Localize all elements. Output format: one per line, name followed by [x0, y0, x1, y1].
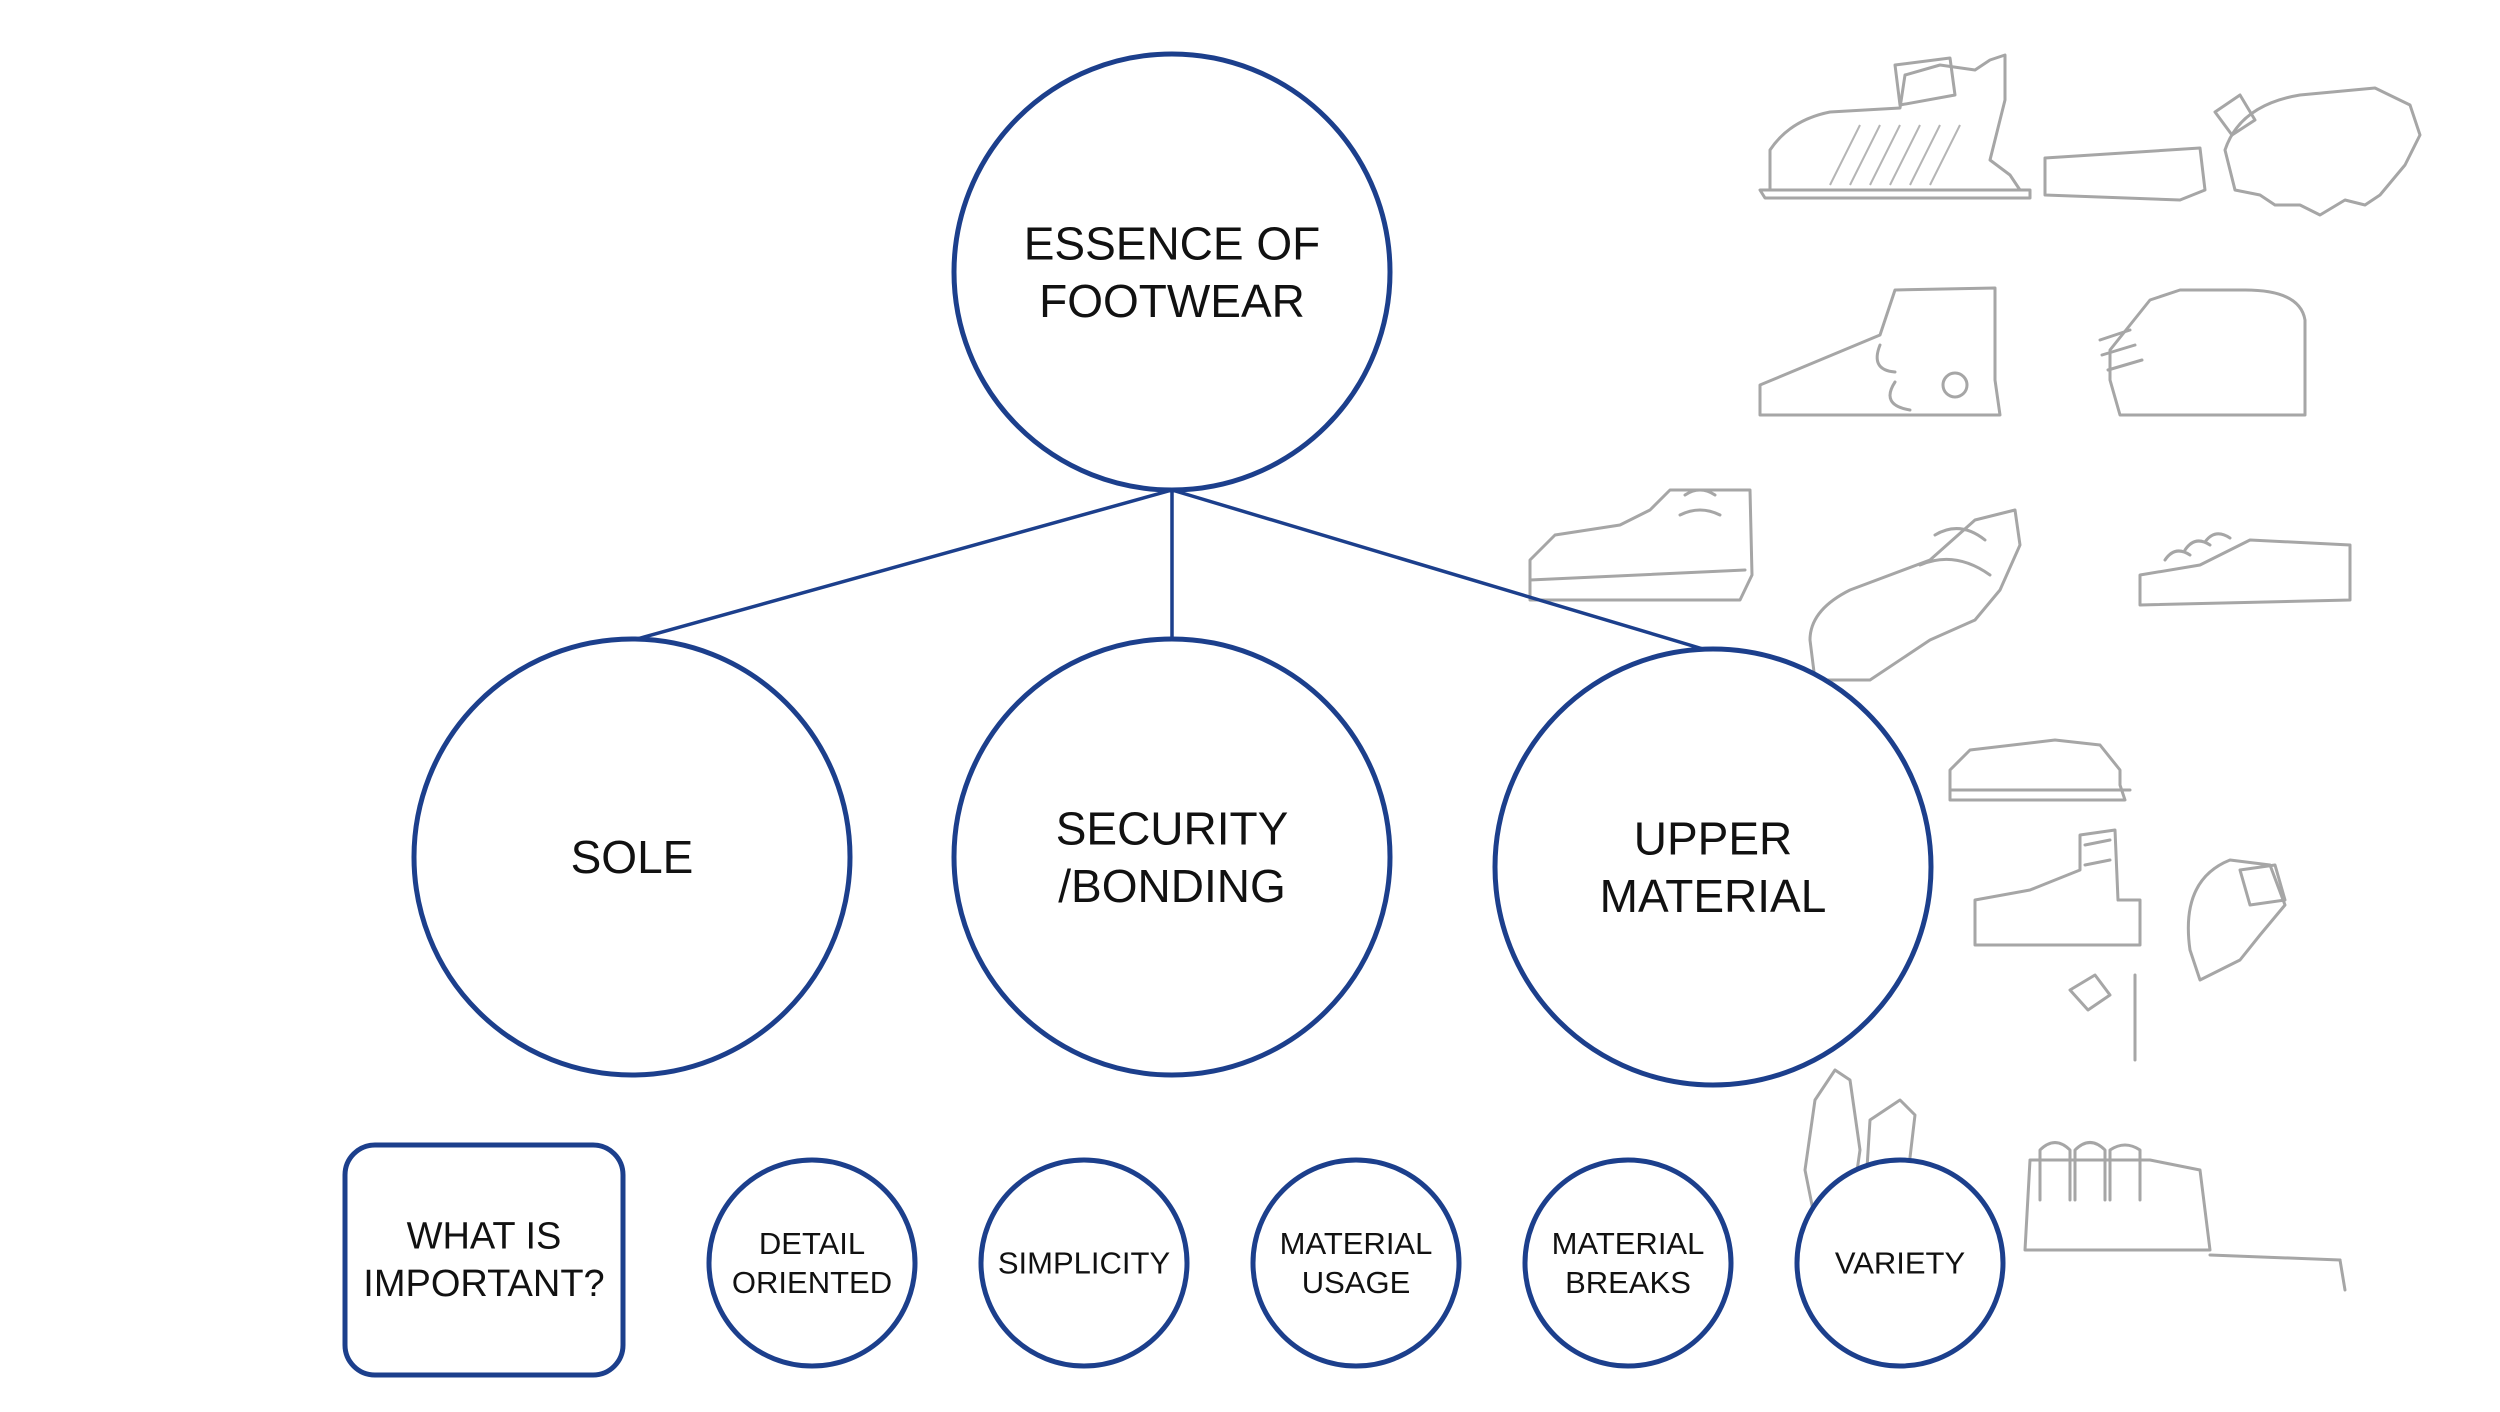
node-label-bonding: /BONDING	[1058, 860, 1285, 912]
node-label-material: MATERIAL	[1280, 1226, 1433, 1261]
root-node-essence-of-footwear: ESSENCE OF FOOTWEAR	[951, 51, 1393, 493]
nodes: ESSENCE OFFOOTWEARSOLESECURITY/BONDINGUP…	[342, 51, 2006, 1378]
node-label-sole: SOLE	[571, 831, 694, 883]
value-node-detail-oriented-circle	[706, 1157, 918, 1369]
value-node-detail-oriented: DETAIL ORIENTED	[706, 1157, 918, 1369]
shoe-sketch-icon	[1948, 738, 2132, 802]
shoe-sketch-icon	[1528, 488, 2352, 682]
value-node-simplicity-circle	[978, 1157, 1190, 1369]
value-node-variety: VARIETY	[1794, 1157, 2006, 1369]
connector-line-sole	[636, 488, 1173, 641]
node-label-breaks: BREAKS	[1565, 1265, 1691, 1300]
node-label-essence-of: ESSENCE OF	[1024, 217, 1321, 269]
branch-node-sole-circle	[411, 636, 853, 1078]
shoe-sketches	[1528, 53, 2422, 1292]
node-label-detail: DETAIL	[759, 1226, 865, 1261]
question-box-what-is-important: WHAT IS IMPORTANT?	[342, 1142, 626, 1378]
connector-line-upper-material	[1171, 488, 1704, 651]
branch-node-security-bonding: SECURITY/BONDING	[951, 636, 1393, 1078]
node-label-what-is: WHAT IS	[407, 1215, 562, 1257]
node-label-oriented: ORIENTED	[732, 1265, 892, 1300]
value-node-material-breaks: MATERIAL BREAKS	[1522, 1157, 1734, 1369]
branch-node-sole: SOLE	[411, 636, 853, 1078]
value-node-variety-circle	[1794, 1157, 2006, 1369]
node-label-usage: USAGE	[1302, 1265, 1411, 1300]
connectors	[636, 488, 1704, 651]
branch-node-security-bonding-circle	[951, 636, 1393, 1078]
node-label-important: IMPORTANT?	[363, 1263, 604, 1305]
node-label-variety: VARIETY	[1835, 1246, 1965, 1281]
node-label-material: MATERIAL	[1600, 870, 1827, 922]
shoe-sketch-icon	[1973, 828, 2287, 1062]
question-box-frame	[342, 1142, 626, 1378]
shoe-sketch-icon	[1758, 53, 2422, 217]
branch-node-upper-material-circle	[1492, 646, 1934, 1088]
root-node-essence-of-footwear-circle	[951, 51, 1393, 493]
node-label-material: MATERIAL	[1552, 1226, 1705, 1261]
branch-node-upper-material: UPPER MATERIAL	[1492, 646, 1934, 1088]
value-node-material-breaks-circle	[1522, 1157, 1734, 1369]
node-label-security: SECURITY	[1056, 802, 1289, 854]
value-node-material-usage-circle	[1250, 1157, 1462, 1369]
node-label-upper: UPPER	[1634, 812, 1792, 864]
value-node-simplicity: SIMPLICITY	[978, 1157, 1190, 1369]
node-label-simplicity: SIMPLICITY	[998, 1246, 1170, 1281]
value-node-material-usage: MATERIAL USAGE	[1250, 1157, 1462, 1369]
shoe-sketch-icon	[1758, 286, 2307, 417]
node-label-footwear: FOOTWEAR	[1039, 275, 1305, 327]
